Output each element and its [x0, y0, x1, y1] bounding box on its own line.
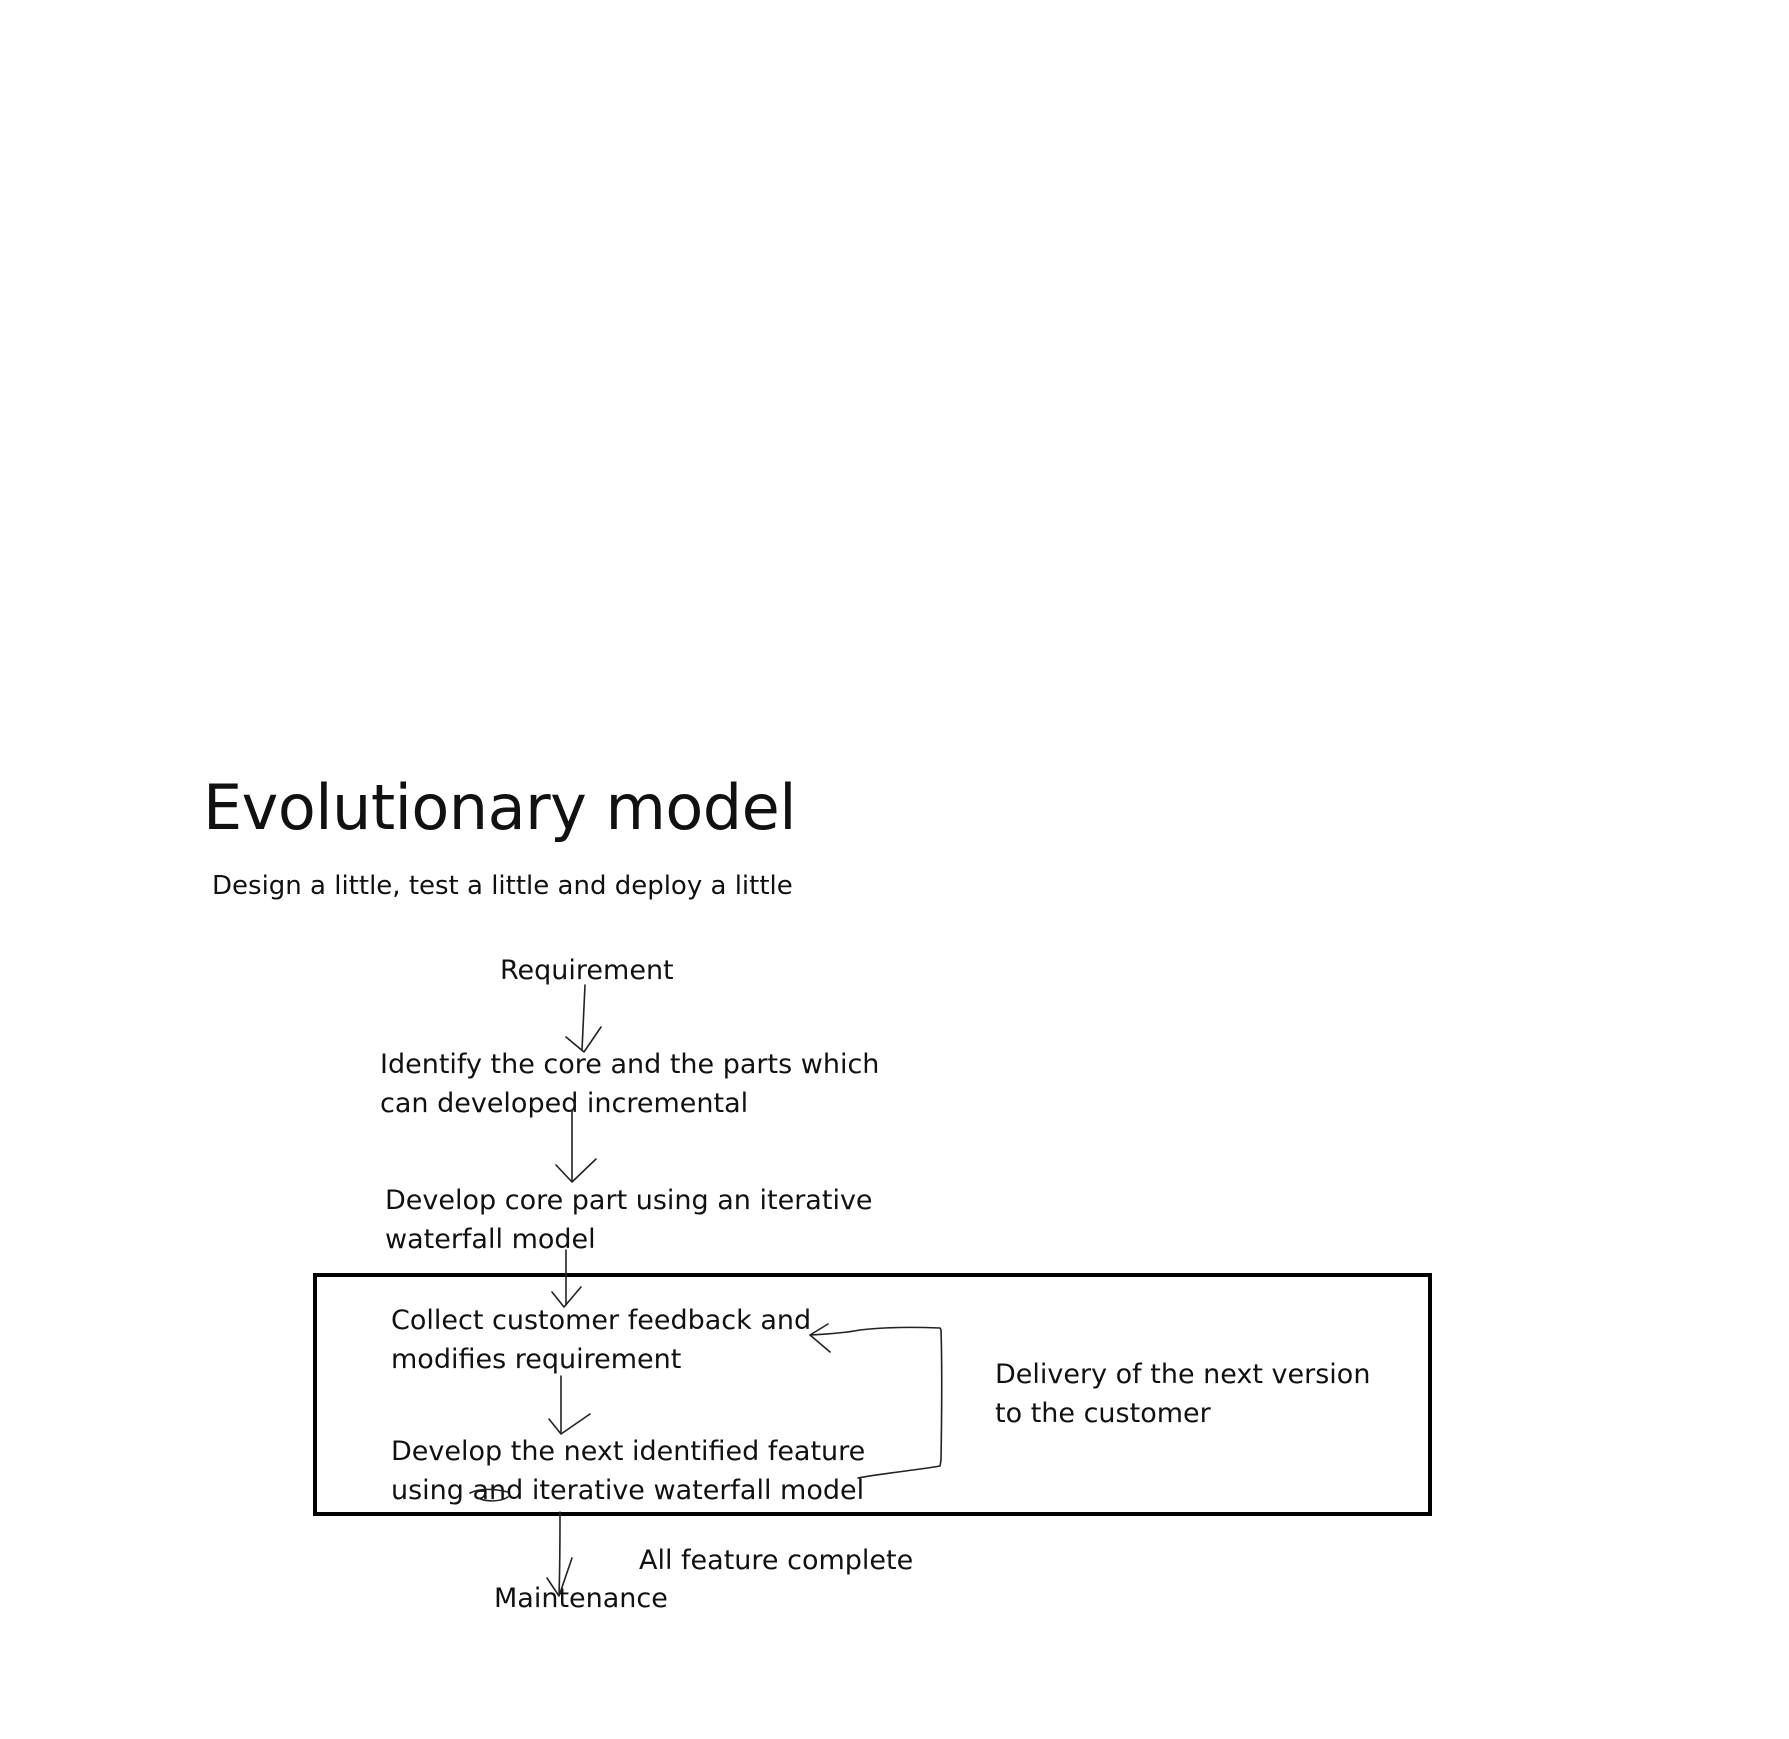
node-identify-core-line2: can developed incremental: [380, 1088, 749, 1119]
label-delivery: Delivery of the next version to the cust…: [995, 1355, 1370, 1433]
node-maintenance: Maintenance: [494, 1583, 668, 1614]
label-delivery-line1: Delivery of the next version: [995, 1359, 1371, 1390]
node-collect-feedback: Collect customer feedback and modifies r…: [391, 1301, 811, 1379]
node-identify-core: Identify the core and the parts which ca…: [380, 1045, 879, 1123]
label-delivery-line2: to the customer: [995, 1398, 1211, 1429]
node-identify-core-line1: Identify the core and the parts which: [380, 1049, 880, 1080]
node-collect-feedback-line2: modifies requirement: [391, 1344, 682, 1375]
arrowhead-identify-to-develop-core: [555, 1158, 597, 1183]
node-develop-next-feature: Develop the next identified feature usin…: [391, 1432, 865, 1510]
arrow-requirement-to-identify: [581, 984, 586, 1051]
label-all-feature-complete: All feature complete: [639, 1545, 914, 1576]
page-subtitle: Design a little, test a little and deplo…: [212, 871, 793, 901]
iteration-loop-box: [313, 1273, 1432, 1516]
node-develop-core: Develop core part using an iterative wat…: [385, 1181, 873, 1259]
page-title: Evolutionary model: [203, 771, 797, 844]
node-develop-core-line2: waterfall model: [385, 1224, 596, 1255]
node-requirement: Requirement: [500, 955, 674, 986]
node-develop-next-feature-line2: using and iterative waterfall model: [391, 1475, 865, 1506]
node-collect-feedback-line1: Collect customer feedback and: [391, 1305, 812, 1336]
node-develop-core-line1: Develop core part using an iterative: [385, 1185, 873, 1216]
node-develop-next-feature-line1: Develop the next identified feature: [391, 1436, 866, 1467]
